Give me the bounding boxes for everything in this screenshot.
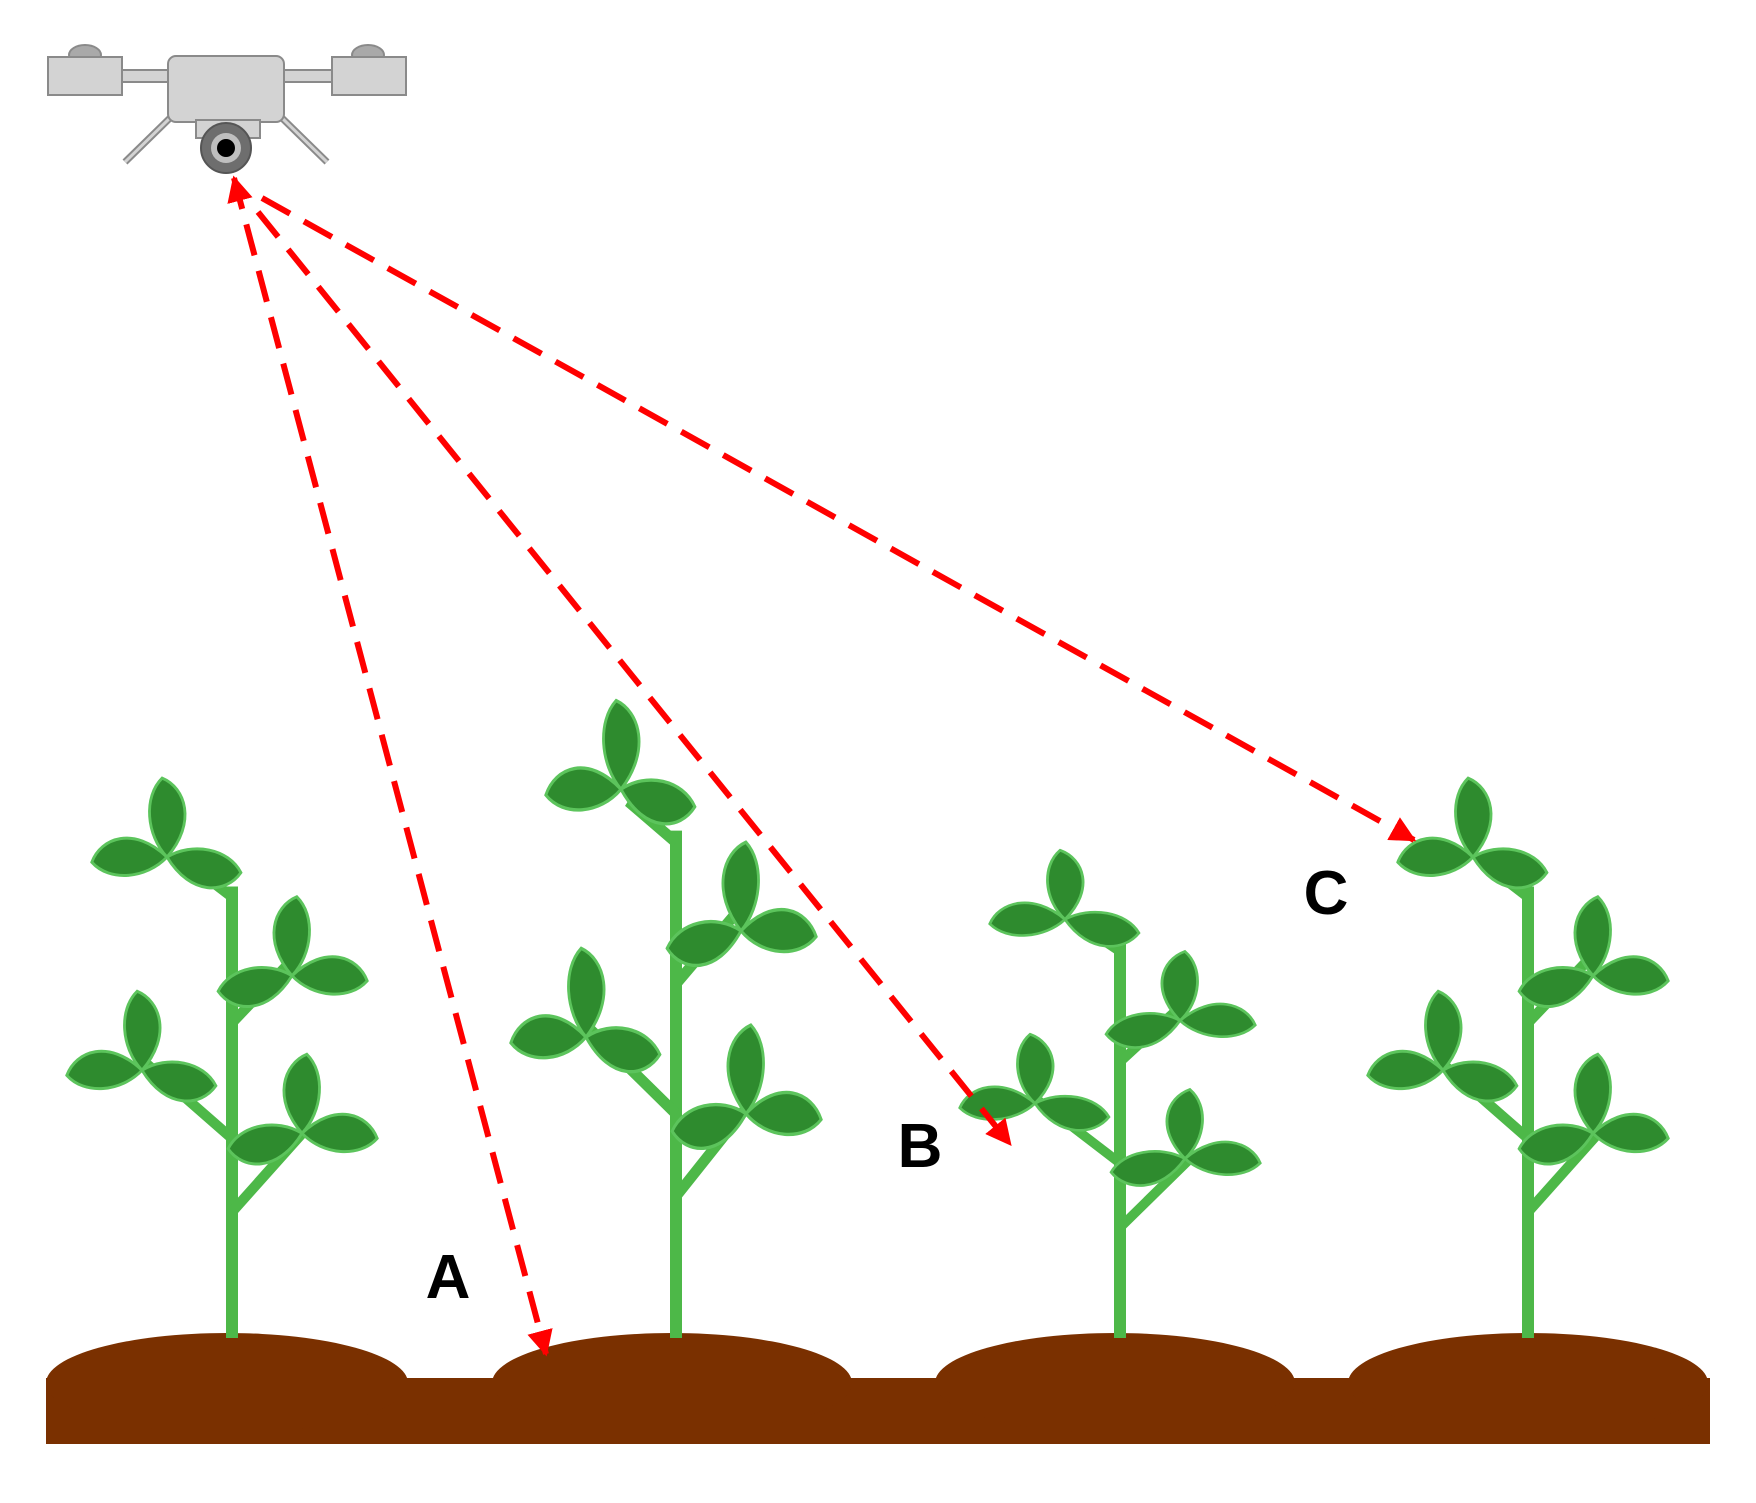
plant-icon bbox=[510, 699, 823, 1338]
ray-c bbox=[260, 195, 1417, 843]
soil-mound bbox=[935, 1333, 1295, 1433]
ray-b bbox=[255, 210, 1013, 1147]
plant-icon bbox=[66, 777, 379, 1338]
soil-mound bbox=[46, 1333, 408, 1433]
sensor-rays bbox=[227, 175, 1417, 1357]
plant-icon bbox=[959, 849, 1262, 1338]
label-a: A bbox=[426, 1243, 471, 1312]
ray-a bbox=[227, 175, 553, 1357]
drone-icon bbox=[47, 44, 407, 174]
label-b: B bbox=[898, 1112, 943, 1181]
plant-icon bbox=[1367, 777, 1670, 1338]
plants bbox=[66, 699, 1670, 1338]
soil-mound bbox=[1348, 1333, 1708, 1433]
camera-icon bbox=[200, 122, 252, 174]
label-c: C bbox=[1304, 859, 1349, 928]
soil bbox=[46, 1333, 1710, 1444]
soil-mound bbox=[492, 1333, 852, 1433]
